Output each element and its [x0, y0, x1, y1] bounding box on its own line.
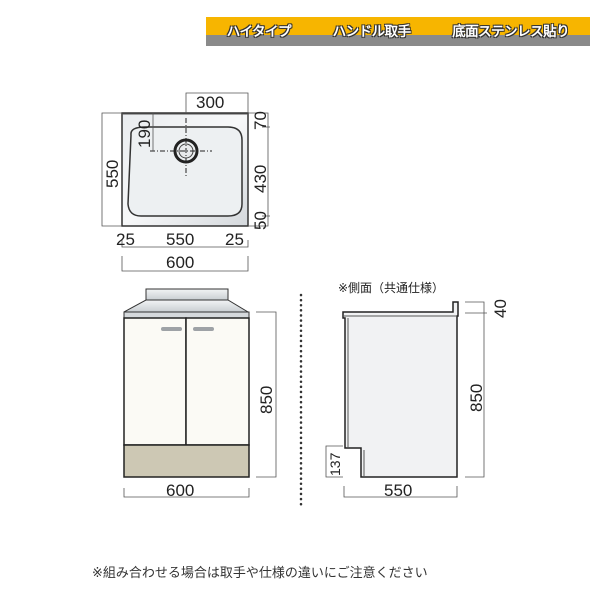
dim-side-height: 850 [467, 384, 486, 412]
feature-handle: ハンドル取手 [332, 23, 412, 40]
feature-high-type: ハイタイプ [226, 23, 292, 40]
feature-stainless-bottom: 底面ステンレス貼り [452, 23, 570, 40]
handle-left [161, 327, 182, 331]
front-view: 850 600 [123, 288, 277, 500]
dim-kick: 137 [327, 452, 343, 476]
dim-bowl: 430 [251, 165, 270, 193]
side-view-title: ※側面（共通仕様） [338, 281, 445, 295]
dim-back: 70 [251, 111, 270, 130]
dim-front-width: 600 [166, 481, 194, 500]
dim-depth: 550 [103, 160, 122, 188]
dim-hole-y: 190 [135, 120, 154, 148]
dim-width: 600 [166, 253, 194, 272]
dim-backguard: 40 [491, 299, 510, 318]
dim-right-margin: 25 [225, 230, 244, 249]
handle-right [193, 327, 214, 331]
dim-side-depth: 550 [384, 481, 412, 500]
dim-front: 50 [251, 211, 270, 230]
feature-banner: ハイタイプ ハンドル取手 底面ステンレス貼り [206, 17, 590, 46]
footnote: ※組み合わせる場合は取手や仕様の違いにご注意ください [92, 566, 428, 581]
dim-front-height: 850 [257, 386, 276, 414]
dim-hole-x: 300 [196, 93, 224, 112]
dim-left-margin: 25 [116, 230, 135, 249]
dim-bowl-width: 550 [166, 230, 194, 249]
side-view: 40 850 137 550 [325, 299, 510, 500]
top-view: 300 190 550 70 430 50 25 550 25 600 [101, 92, 270, 272]
